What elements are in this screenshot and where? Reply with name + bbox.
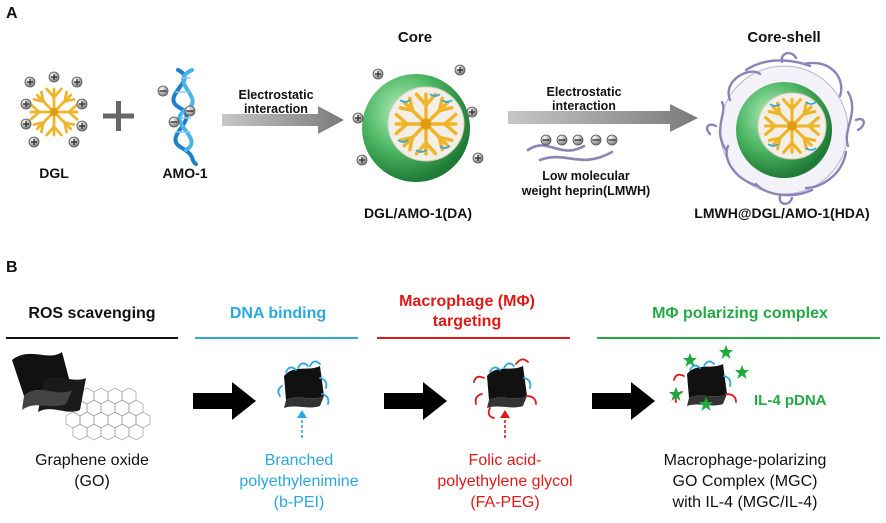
mphi-title-line1: Macrophage (MΦ) [399, 293, 535, 310]
core-sphere-icon [352, 64, 484, 182]
bpei-label-line3: (b-PEI) [274, 494, 325, 511]
hda-label: LMWH@DGL/AMO-1(HDA) [694, 205, 869, 221]
go-fapeg-icon [473, 358, 537, 438]
polar-title: MΦ polarizing complex [652, 305, 828, 322]
mgc-label-line2: GO Complex (MGC) [673, 473, 818, 490]
arrow2-icon [508, 104, 698, 132]
arrow1-label-line1: Electrostatic [238, 88, 313, 102]
coreshell-sphere-icon [705, 51, 865, 205]
arrow-b2-icon [384, 382, 447, 420]
core-title: Core [398, 29, 432, 46]
go-bpei-icon [277, 360, 330, 438]
panel-a-label: A [6, 5, 18, 22]
arrow2-label-line1: Electrostatic [546, 85, 621, 99]
fapeg-label-line3: (FA-PEG) [470, 494, 539, 511]
lmwh-label-line2: weight heprin(LMWH) [521, 184, 650, 198]
arrow-b1-icon [193, 382, 256, 420]
mphi-title-line2: targeting [433, 313, 501, 330]
dna-title: DNA binding [230, 305, 326, 322]
mgc-label-line3: with IL-4 (MGC/IL-4) [672, 494, 818, 511]
mgc-label-line1: Macrophage-polarizing [664, 452, 827, 469]
dgl-label: DGL [39, 165, 69, 181]
il4-pdna-label: IL-4 pDNA [754, 392, 827, 409]
mgc-il4-complex-icon [669, 345, 749, 411]
arrow1-label-line2: interaction [244, 102, 308, 116]
bpei-label-line2: polyethylenimine [239, 473, 358, 490]
graphene-oxide-icon [12, 352, 151, 441]
fapeg-label-line2: polyethylene glycol [437, 473, 572, 490]
panel-b-label: B [6, 259, 18, 276]
bpei-label-line1: Branched [265, 452, 334, 469]
da-label: DGL/AMO-1(DA) [364, 205, 472, 221]
coreshell-title: Core-shell [747, 29, 820, 46]
amo1-helix-icon [157, 68, 198, 166]
arrow2-label-line2: interaction [552, 99, 616, 113]
lmwh-chains-icon [526, 133, 619, 162]
dgl-dendrimer-icon [20, 71, 88, 148]
lmwh-label-line1: Low molecular [542, 169, 630, 183]
arrow-b3-icon [592, 382, 655, 420]
ros-title: ROS scavenging [28, 305, 155, 322]
amo1-label: AMO-1 [162, 165, 207, 181]
plus-operator-icon [103, 101, 134, 131]
go-label-line2: (GO) [74, 473, 110, 490]
go-label-line1: Graphene oxide [35, 452, 149, 469]
arrow1-icon [222, 106, 344, 134]
fapeg-label-line1: Folic acid- [469, 452, 542, 469]
